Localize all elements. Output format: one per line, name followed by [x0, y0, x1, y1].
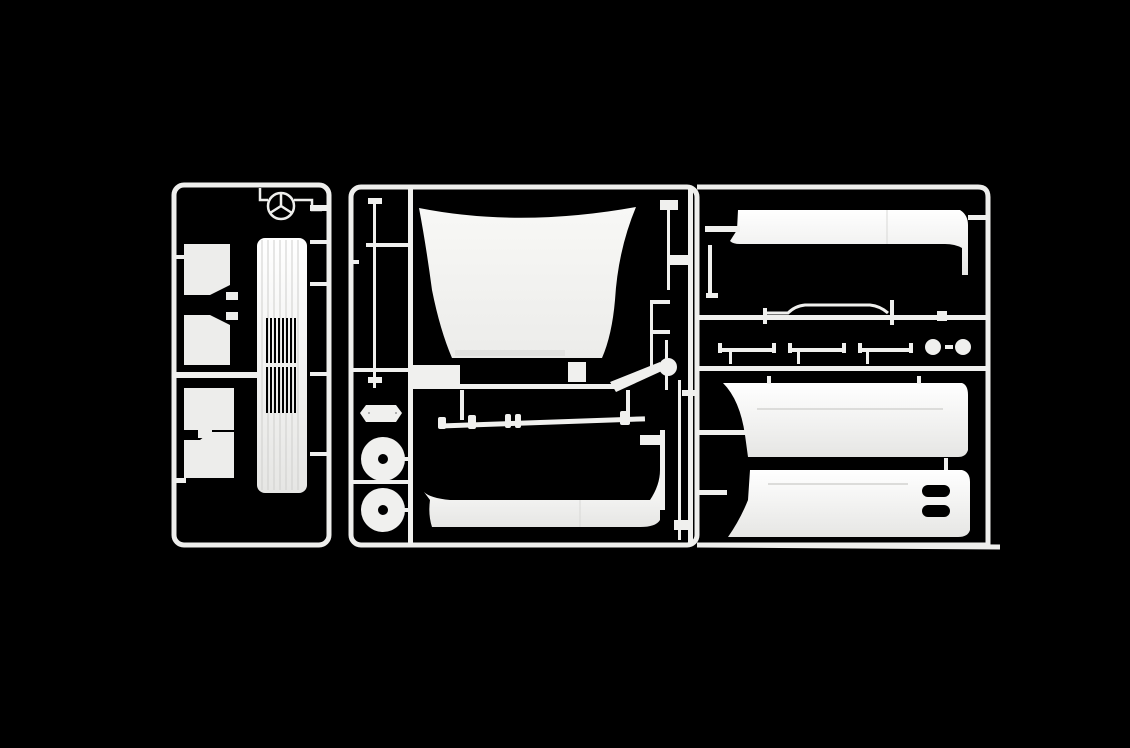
upper-side-panel — [730, 210, 968, 275]
star-emblem — [258, 188, 322, 221]
middle-frame-parts — [351, 187, 696, 545]
tie-rod — [763, 300, 947, 325]
left-frame-parts — [174, 188, 330, 493]
side-skirt-lower — [728, 470, 970, 537]
round-knob — [955, 339, 971, 355]
left-frame — [171, 182, 332, 548]
round-knob — [925, 339, 941, 355]
front-bumper — [424, 470, 660, 527]
steering-rod — [438, 390, 646, 429]
hood-panel — [419, 207, 636, 358]
small-plate — [360, 405, 402, 422]
small-links — [718, 343, 913, 364]
side-skirt-upper — [723, 383, 968, 457]
wheel-discs — [361, 437, 412, 532]
right-frame-parts — [697, 210, 988, 537]
ribbed-grille-panel — [257, 238, 307, 493]
right-frame — [697, 184, 991, 548]
step-blocks — [184, 244, 238, 478]
